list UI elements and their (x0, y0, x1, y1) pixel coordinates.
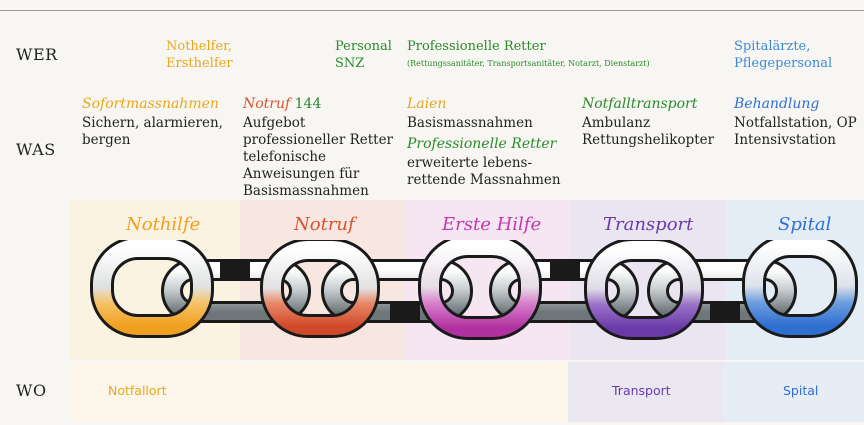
was-c2-line5: Basismassnahmen (243, 183, 369, 199)
was-c2-title: Notruf 144 (243, 96, 403, 113)
phase-erste-hilfe: Erste Hilfe (442, 214, 542, 235)
was-c1-line2: bergen (82, 132, 131, 148)
was-col-behandlung: Behandlung Notfallstation, OP Intensivst… (734, 96, 864, 149)
phase-spital: Spital (778, 214, 832, 235)
row-label-wer: WER (16, 45, 58, 64)
was-c4-title: Notfalltransport (582, 96, 698, 112)
wer-retter-sub: (Rettungssanitäter, Transportsanitäter, … (407, 59, 650, 68)
was-col-transport: Notfalltransport Ambulanz Rettungsheliko… (582, 96, 732, 149)
was-c2-title-b: 144 (290, 96, 322, 112)
wer-personal: Personal SNZ (335, 38, 392, 72)
top-rule (0, 10, 864, 11)
was-c2-line3: telefonische (243, 149, 327, 165)
was-c4-line1: Ambulanz (582, 115, 651, 131)
wo-notfallort: Notfallort (108, 383, 167, 398)
was-col-erste-hilfe: Laien Basismassnahmen Professionelle Ret… (407, 96, 572, 189)
wer-spital-line2: Pflegepersonal (734, 56, 833, 71)
chain-link-notruf (260, 240, 380, 338)
was-c3-line2: erweiterte lebens- (407, 155, 533, 171)
was-c3-line1: Basismassnahmen (407, 115, 533, 131)
was-c2-title-a: Notruf (243, 96, 291, 112)
was-c2-line2: professioneller Retter (243, 132, 394, 148)
wo-spital: Spital (783, 383, 819, 398)
wo-band-spital (723, 362, 864, 422)
phase-transport: Transport (603, 214, 694, 235)
chain-link-erste-hilfe (418, 240, 542, 340)
wer-personal-line1: Personal (335, 39, 392, 54)
was-c2-line4: Anweisungen für (243, 166, 360, 182)
wer-spital-line1: Spitalärzte, (734, 39, 811, 54)
chain-link-nothilfe (90, 240, 214, 338)
wer-nothelfer: Nothelfer, Ersthelfer (166, 38, 233, 72)
was-c2-line1: Aufgebot (243, 115, 306, 131)
was-c4-line2: Rettungshelikopter (582, 132, 715, 148)
was-col-sofortmassnahmen: Sofortmassnahmen Sichern, alarmieren, be… (82, 96, 242, 149)
phase-nothilfe: Nothilfe (126, 214, 201, 235)
was-c5-line2: Intensivstation (734, 132, 836, 148)
wer-nothelfer-line1: Nothelfer, (166, 39, 233, 54)
was-c1-title: Sofortmassnahmen (82, 96, 219, 112)
row-label-wo: WO (16, 381, 47, 400)
row-label-was: WAS (16, 140, 56, 159)
wo-band-notfallort (70, 362, 568, 422)
wer-retter-title: Professionelle Retter (407, 39, 546, 54)
was-c3-title: Laien (407, 96, 447, 112)
was-c1-line1: Sichern, alarmieren, (82, 115, 223, 131)
wer-personal-line2: SNZ (335, 56, 365, 71)
wo-transport: Transport (612, 383, 671, 398)
was-col-notruf: Notruf 144 Aufgebot professioneller Rett… (243, 96, 403, 200)
chain-link-transport (584, 240, 704, 340)
was-c3-line3: rettende Massnahmen (407, 172, 561, 188)
was-c5-title: Behandlung (734, 96, 820, 112)
chain-illustration (90, 240, 858, 340)
wer-retter: Professionelle Retter (Rettungssanitäter… (407, 38, 650, 70)
was-c3-title2: Professionelle Retter (407, 136, 557, 152)
was-c5-line1: Notfallstation, OP (734, 115, 857, 131)
wer-spital: Spitalärzte, Pflegepersonal (734, 38, 832, 72)
phase-notruf: Notruf (294, 214, 355, 235)
chain-link-spital (742, 240, 858, 338)
chain-connector-overlaps (220, 259, 740, 323)
wer-nothelfer-line2: Ersthelfer (166, 56, 233, 71)
wo-band-transport (568, 362, 723, 422)
